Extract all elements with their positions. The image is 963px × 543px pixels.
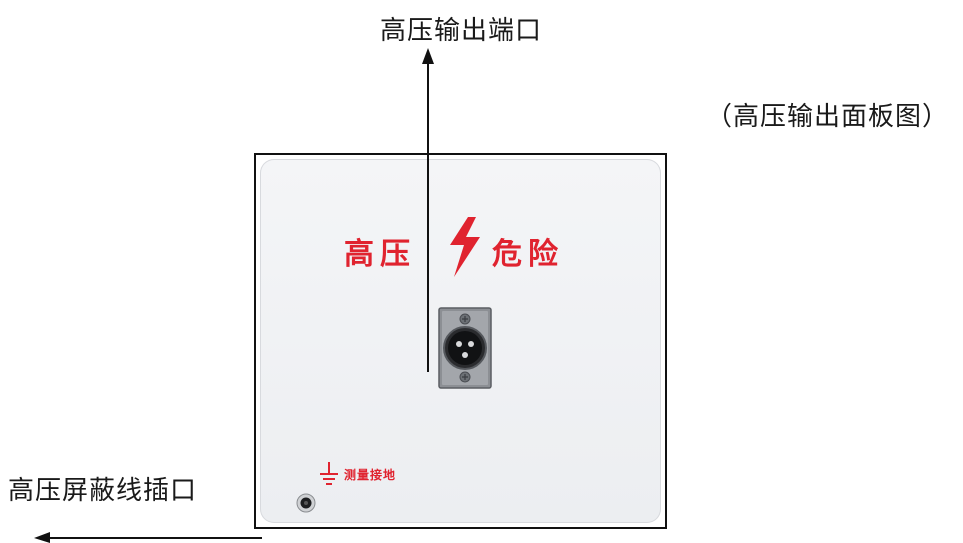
shield-wire-socket-label: 高压屏蔽线插口 [8, 476, 198, 506]
output-port-arrowhead [422, 48, 434, 64]
ground-label: 测量接地 [344, 468, 397, 482]
warning-text-right: 危险 [492, 237, 564, 272]
measurement-ground: 测量接地 [318, 461, 458, 487]
output-panel-frame: 高压 危险 测量接地 [254, 153, 667, 529]
shield-socket-arrowhead [34, 532, 50, 543]
high-voltage-bolt-icon [450, 217, 480, 277]
shield-socket-icon[interactable] [296, 493, 316, 513]
figure-caption: （高压输出面板图） [706, 102, 950, 132]
xlr-connector-icon[interactable] [438, 307, 492, 389]
high-voltage-warning: 高压 危险 [344, 217, 594, 277]
ground-symbol-icon [320, 462, 338, 485]
warning-text-left: 高压 [344, 237, 416, 272]
output-panel: 高压 危险 测量接地 [260, 159, 661, 523]
high-voltage-output-port-label: 高压输出端口 [380, 16, 543, 46]
